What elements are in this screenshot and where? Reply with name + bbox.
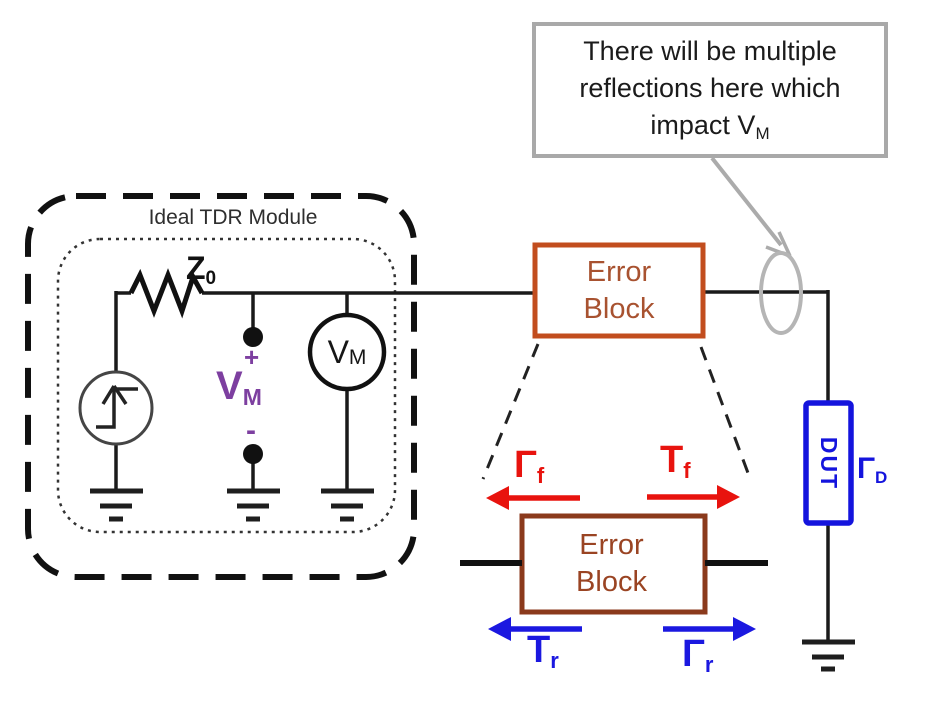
- ground-node: [227, 488, 280, 522]
- error-block-bottom-line1: Error: [579, 529, 644, 561]
- arrow-t-r: [488, 617, 582, 641]
- tdr-module-dashed-border: [25, 193, 417, 580]
- error-block-bottom-label: Error Block: [525, 520, 698, 608]
- dut-label: DUT: [816, 436, 842, 490]
- step-source-arrow: [101, 385, 128, 405]
- gamma-d-label: ΓD: [857, 452, 888, 487]
- error-block-top-line1: Error: [586, 255, 652, 288]
- arrow-gamma-f: [486, 486, 580, 510]
- callout-line2: reflections here which: [579, 73, 841, 103]
- gamma-f-subscript: f: [536, 463, 545, 489]
- vm-plus-sign: +: [244, 342, 260, 372]
- callout-vm-subscript: M: [755, 124, 770, 144]
- node-dot-minus: [243, 444, 263, 464]
- vm-node-label: VM: [216, 364, 262, 411]
- callout-line1: There will be multiple: [583, 36, 837, 66]
- t-r-subscript: r: [550, 648, 559, 674]
- vm-minus-sign: -: [246, 414, 256, 447]
- node-dot-plus: [243, 327, 263, 347]
- expansion-dash-right: [699, 346, 753, 482]
- callout-line3: impact VM: [650, 110, 770, 144]
- error-block-top-label: Error Block: [540, 249, 698, 332]
- tdr-module-dotted-border: [56, 237, 397, 534]
- expansion-dash-left: [481, 343, 540, 480]
- t-f-subscript: f: [683, 458, 691, 484]
- ground-dut: [802, 639, 855, 672]
- callout-box: There will be multiple reflections here …: [532, 22, 888, 158]
- z0-label: Z0: [186, 250, 217, 290]
- callout-leader-line: [710, 156, 783, 247]
- voltmeter-circle: [307, 312, 387, 392]
- error-block-top-line2: Block: [583, 292, 655, 325]
- error-block-top-box: [532, 242, 706, 339]
- t-r-label: Tr: [527, 629, 559, 674]
- arrow-gamma-r: [663, 617, 756, 641]
- z0-subscript: 0: [205, 268, 217, 290]
- error-block-bottom-line2: Block: [576, 566, 647, 598]
- arrow-t-f: [647, 485, 740, 509]
- step-source-waveform: [96, 387, 138, 429]
- t-f-label: Tf: [660, 439, 691, 484]
- gamma-d-subscript: D: [875, 467, 888, 487]
- dut-box: [803, 400, 854, 526]
- gamma-f-label: Γf: [514, 444, 545, 489]
- ground-meter: [321, 488, 374, 522]
- gamma-r-subscript: r: [704, 652, 714, 678]
- step-source-circle: [78, 370, 154, 446]
- vm-node-subscript: M: [242, 384, 262, 411]
- resistor-z0: [128, 268, 205, 319]
- gamma-r-label: Γr: [682, 633, 714, 678]
- ground-source: [90, 488, 143, 522]
- voltmeter-subscript: M: [348, 345, 367, 369]
- tdr-module-title: Ideal TDR Module: [148, 206, 318, 229]
- reflection-loop: [759, 251, 803, 335]
